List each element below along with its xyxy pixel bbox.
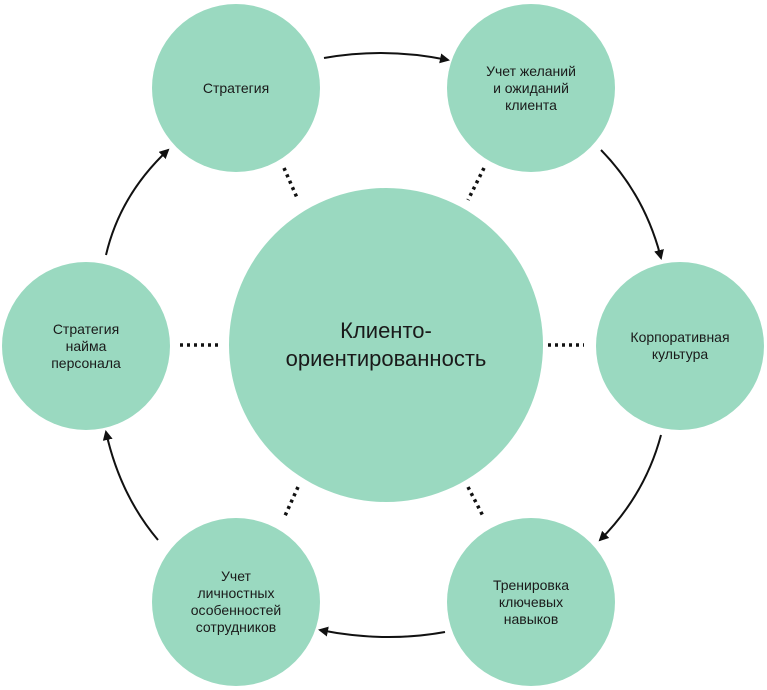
node-skills-training: Тренировка ключевых навыков (447, 518, 615, 686)
arrow-strategy-to-wishes (323, 51, 450, 64)
center-node-label: Клиенто- ориентированность (285, 318, 487, 371)
node-employee-traits: Учет личностных особенностей сотрудников (152, 518, 320, 686)
node-strategy: Стратегия (152, 4, 320, 172)
node-strategy-label: Стратегия (202, 79, 270, 96)
arrow-culture-to-skills (598, 434, 662, 542)
dotted-link-skills (466, 486, 486, 519)
node-employee-traits-label: Учет личностных особенностей сотрудников (190, 568, 282, 635)
arrow-skills-to-personal (318, 626, 446, 638)
node-customer-wishes: Учет желаний и ожиданий клиента (447, 4, 615, 172)
dotted-link-personal (282, 486, 300, 519)
node-corporate-culture-label: Корпоративная культура (630, 329, 730, 362)
arrow-hiring-to-strategy (105, 148, 170, 256)
dotted-link-wishes (466, 167, 486, 201)
dotted-link-strategy (282, 167, 300, 201)
arrow-personal-to-hiring (102, 430, 159, 541)
node-corporate-culture: Корпоративная культура (596, 262, 764, 430)
center-node: Клиенто- ориентированность (229, 188, 543, 502)
node-hiring-strategy: Стратегия найма персонала (2, 262, 170, 430)
node-hiring-strategy-label: Стратегия найма персонала (51, 320, 121, 371)
arrow-wishes-to-culture (600, 149, 664, 260)
node-skills-training-label: Тренировка ключевых навыков (492, 576, 570, 627)
node-customer-wishes-label: Учет желаний и ожиданий клиента (486, 62, 576, 113)
